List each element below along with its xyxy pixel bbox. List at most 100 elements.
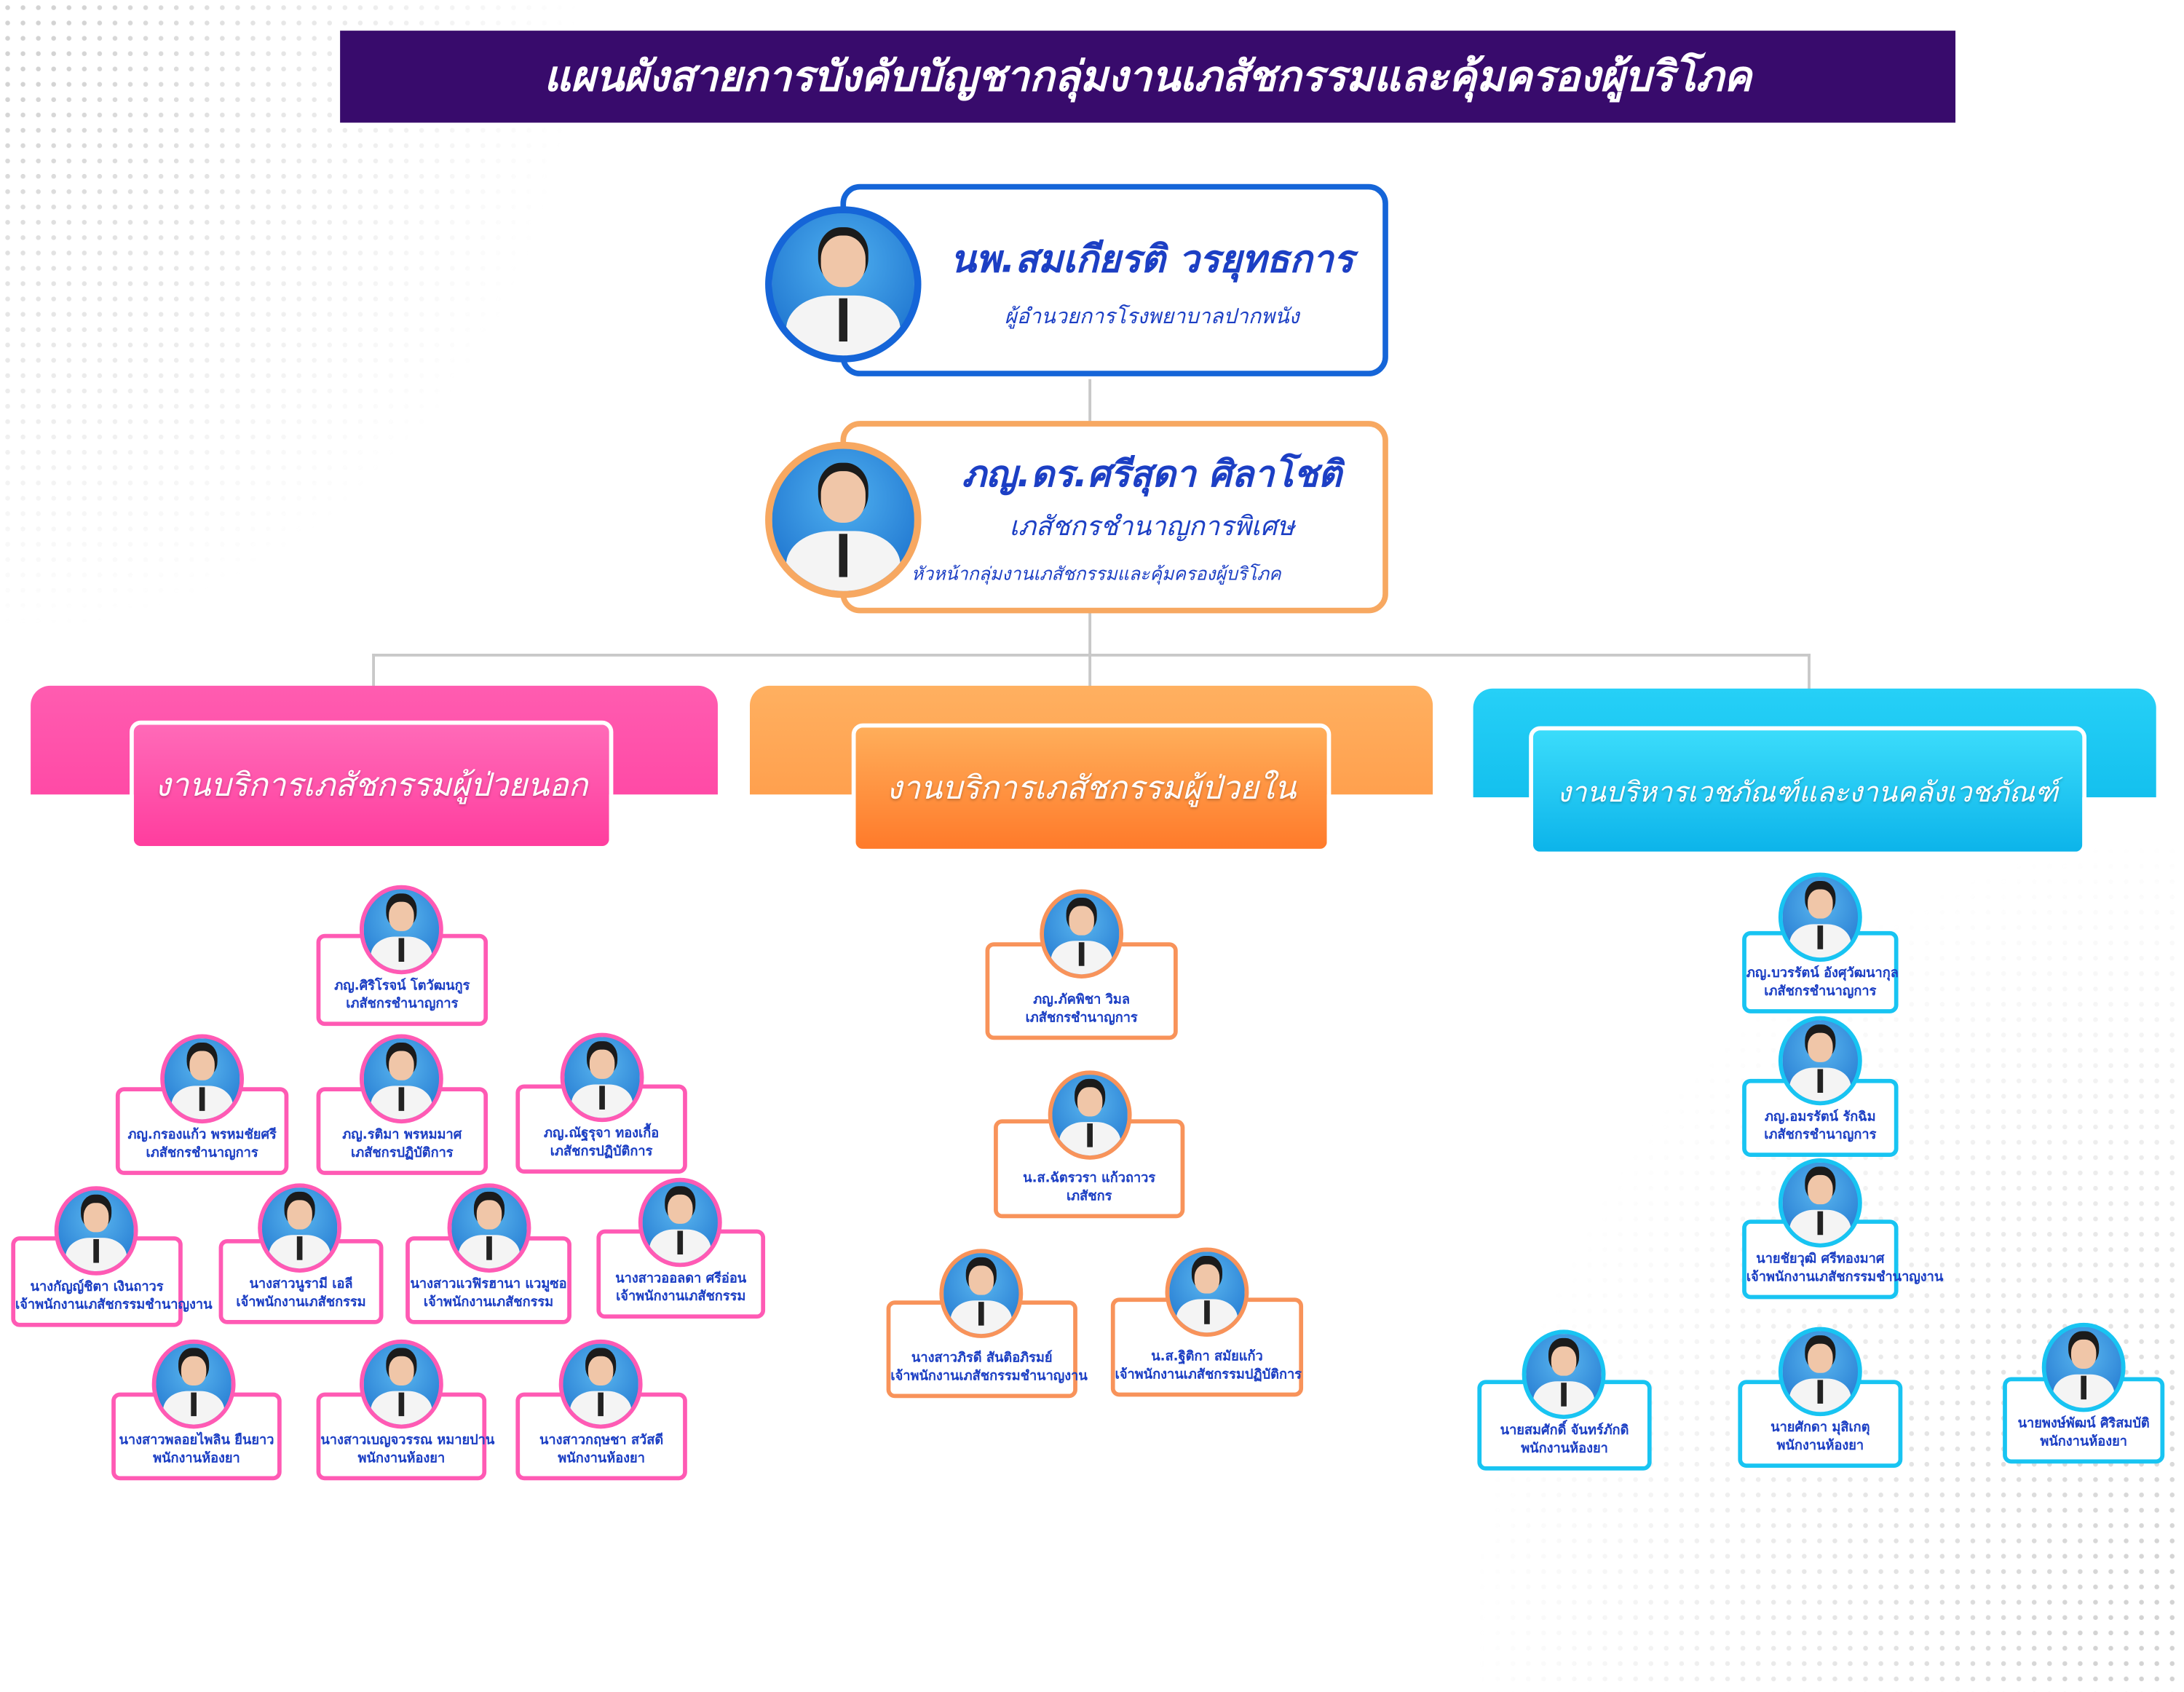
member-photo: [151, 1339, 236, 1429]
member-photo: [359, 885, 443, 975]
section-label: งานบริหารเวชภัณฑ์และงานคลังเวชภัณฑ์: [1557, 774, 2058, 808]
member-name: ภญ.บวรรัตน์ อังศุวัฒนากุล: [1746, 965, 1899, 981]
member-name: นางสาวเบญจวรรณ หมายปาน: [320, 1433, 495, 1449]
member-name: ภญ.กรองแก้ว พรหมชัยศรี: [127, 1127, 277, 1143]
member-text: นางสาวออลดา ศรีอ่อนเจ้าพนักงานเภสัชกรรม: [601, 1270, 761, 1306]
member-photo: [560, 1032, 644, 1123]
member-name: ภญ.ภัคพิชา วิมล: [1033, 992, 1131, 1008]
connector-line: [1808, 653, 1811, 690]
section-label: งานบริการเภสัชกรรมผู้ป่วยนอก: [155, 767, 588, 804]
member-position: เภสัชกรชำนาญการ: [346, 996, 459, 1012]
member-position: พนักงานห้องยา: [1776, 1438, 1864, 1454]
member-card: นางสาวนูรามี เอลีเจ้าพนักงานเภสัชกรรม: [218, 1238, 384, 1324]
head-card: ภญ.ดร.ศรีสุดา ศิลาโชติ เภสัชกรชำนาญการพิ…: [840, 421, 1388, 614]
member-position: เจ้าพนักงานเภสัชกรรมชำนาญงาน: [890, 1369, 1088, 1385]
member-name: นายพงษ์พัฒน์ ศิริสมบัติ: [2017, 1416, 2150, 1432]
connector-line: [372, 653, 376, 687]
member-text: น.ส.ฉัตรวรา แก้วถาวรเภสัชกร: [998, 1169, 1181, 1206]
member-name: นายชัยวุฒิ ศรีทองมาศ: [1756, 1252, 1885, 1268]
member-photo: [160, 1034, 245, 1124]
member-text: ภญ.รติมา พรหมมาศเภสัชกรปฏิบัติการ: [320, 1126, 483, 1163]
member-name: ภญ.อมรรัตน์ รักฉิม: [1765, 1109, 1876, 1126]
page-title: แผนผังสายการบังคับบัญชากลุ่มงานเภสัชกรรม…: [340, 31, 1956, 123]
member-text: นางสาวพลอยไพลิน ยืนยาวพนักงานห้องยา: [116, 1431, 277, 1468]
member-text: นางสาวนูรามี เอลีเจ้าพนักงานเภสัชกรรม: [223, 1276, 379, 1312]
member-position: พนักงานห้องยา: [1521, 1441, 1608, 1457]
member-photo: [1778, 872, 1862, 962]
member-position: เภสัชกรปฏิบัติการ: [550, 1144, 653, 1160]
member-name: นางสาวออลดา ศรีอ่อน: [615, 1271, 747, 1287]
member-position: พนักงานห้องยา: [558, 1450, 645, 1467]
member-position: เภสัชกรปฏิบัติการ: [351, 1145, 454, 1161]
member-photo: [258, 1183, 342, 1273]
member-name: นางสาวนูรามี เอลี: [249, 1276, 353, 1292]
member-name: นางสาวแวฟิรฮานา แวมูซอ: [410, 1276, 567, 1292]
director-card: นพ.สมเกียรติ วรยุทธการ ผู้อำนวยการโรงพยา…: [840, 183, 1388, 376]
member-photo: [1522, 1329, 1606, 1419]
member-photo: [638, 1177, 722, 1268]
member-position: พนักงานห้องยา: [153, 1450, 240, 1467]
head-role: หัวหน้ากลุ่มงานเภสัชกรรมและคุ้มครองผู้บร…: [911, 564, 1281, 586]
member-name: นางกัญญ์ชิตา เงินถาวร: [30, 1279, 164, 1295]
head-position: เภสัชกรชำนาญการพิเศษ: [1009, 511, 1295, 542]
member-position: พนักงานห้องยา: [2040, 1434, 2127, 1450]
member-photo: [359, 1339, 443, 1429]
member-photo: [1165, 1247, 1249, 1337]
member-position: เภสัชกรชำนาญการ: [1764, 984, 1877, 1000]
member-text: นายสมศักดิ์ จันทร์ภักดิพนักงานห้องยา: [1481, 1422, 1647, 1458]
member-text: นางสาวแวฟิรฮานา แวมูซอเจ้าพนักงานเภสัชกร…: [410, 1276, 567, 1312]
member-position: พนักงานห้องยา: [357, 1450, 446, 1467]
section-header-outpatient: งานบริการเภสัชกรรมผู้ป่วยนอก: [130, 720, 614, 850]
director-name: นพ.สมเกียรติ วรยุทธการ: [950, 237, 1354, 281]
member-photo: [1778, 1016, 1862, 1106]
title-text: แผนผังสายการบังคับบัญชากลุ่มงานเภสัชกรรม…: [544, 52, 1752, 101]
section-label: งานบริการเภสัชกรรมผู้ป่วยใน: [886, 770, 1297, 807]
member-name: ภญ.ณัฐรุจา ทองเกื้อ: [543, 1126, 660, 1142]
member-text: นายชัยวุฒิ ศรีทองมาศเจ้าพนักงานเภสัชกรรม…: [1746, 1250, 1944, 1286]
member-card: นายสมศักดิ์ จันทร์ภักดิพนักงานห้องยา: [1477, 1380, 1652, 1471]
member-photo: [2041, 1322, 2126, 1412]
section-header-supply: งานบริหารเวชภัณฑ์และงานคลังเวชภัณฑ์: [1529, 726, 2087, 856]
member-name: นายศักดา มุสิเกตุ: [1770, 1420, 1870, 1436]
member-photo: [1048, 1070, 1132, 1160]
member-text: ภญ.ภัคพิชา วิมลเภสัชกรชำนาญการ: [989, 991, 1174, 1027]
member-name: ภญ.ศิริโรจน์ โตวัฒนกูร: [334, 978, 470, 995]
member-name: ภญ.รติมา พรหมมาศ: [342, 1127, 462, 1143]
member-text: นางสาวเบญจวรรณ หมายปานพนักงานห้องยา: [320, 1431, 495, 1468]
member-name: นายสมศักดิ์ จันทร์ภักดิ: [1500, 1423, 1629, 1439]
head-photo: [765, 441, 922, 598]
member-text: น.ส.ฐิติกา สมัยแก้วเจ้าพนักงานเภสัชกรรมป…: [1115, 1348, 1302, 1384]
director-photo: [765, 206, 922, 363]
member-photo: [447, 1183, 531, 1273]
director-position: ผู้อำนวยการโรงพยาบาลปากพนัง: [1004, 303, 1299, 328]
member-text: นางสาวกฤษชา สวัสดีพนักงานห้องยา: [520, 1431, 683, 1468]
member-position: เจ้าพนักงานเภสัชกรรมชำนาญงาน: [1746, 1270, 1944, 1286]
member-text: นายศักดา มุสิเกตุพนักงานห้องยา: [1742, 1419, 1898, 1455]
member-name: นางสาวภิรดี สันติอภิรมย์: [911, 1351, 1053, 1367]
member-position: เภสัชกรชำนาญการ: [1764, 1127, 1877, 1143]
connector-line: [1088, 653, 1092, 687]
member-text: นางกัญญ์ชิตา เงินถาวรเจ้าพนักงานเภสัชกรร…: [15, 1278, 213, 1315]
member-text: นายพงษ์พัฒน์ ศิริสมบัติพนักงานห้องยา: [2007, 1415, 2161, 1451]
member-photo: [1778, 1327, 1862, 1417]
member-position: เภสัชกร: [1066, 1189, 1112, 1205]
member-card: ภญ.อมรรัตน์ รักฉิมเภสัชกรชำนาญการ: [1742, 1078, 1899, 1158]
member-text: ภญ.กรองแก้ว พรหมชัยศรีเภสัชกรชำนาญการ: [120, 1126, 285, 1163]
member-name: นางสาวกฤษชา สวัสดี: [539, 1433, 664, 1449]
member-position: เภสัชกรชำนาญการ: [1025, 1011, 1138, 1027]
member-name: น.ส.ฉัตรวรา แก้วถาวร: [1023, 1171, 1156, 1187]
member-position: เจ้าพนักงานเภสัชกรรม: [236, 1294, 366, 1310]
member-position: เภสัชกรชำนาญการ: [146, 1145, 258, 1161]
member-photo: [359, 1034, 443, 1124]
member-photo: [939, 1249, 1024, 1338]
connector-line: [372, 653, 1811, 657]
member-name: นางสาวพลอยไพลิน ยืนยาว: [119, 1433, 274, 1449]
member-position: เจ้าพนักงานเภสัชกรรมชำนาญงาน: [15, 1297, 213, 1313]
member-position: เจ้าพนักงานเภสัชกรรม: [423, 1294, 554, 1310]
member-name: น.ส.ฐิติกา สมัยแก้ว: [1151, 1349, 1263, 1365]
member-position: เจ้าพนักงานเภสัชกรรม: [616, 1289, 746, 1305]
member-text: นางสาวภิรดี สันติอภิรมย์เจ้าพนักงานเภสัช…: [890, 1349, 1088, 1385]
section-header-inpatient: งานบริการเภสัชกรรมผู้ป่วยใน: [851, 723, 1332, 853]
member-photo: [1778, 1158, 1862, 1248]
